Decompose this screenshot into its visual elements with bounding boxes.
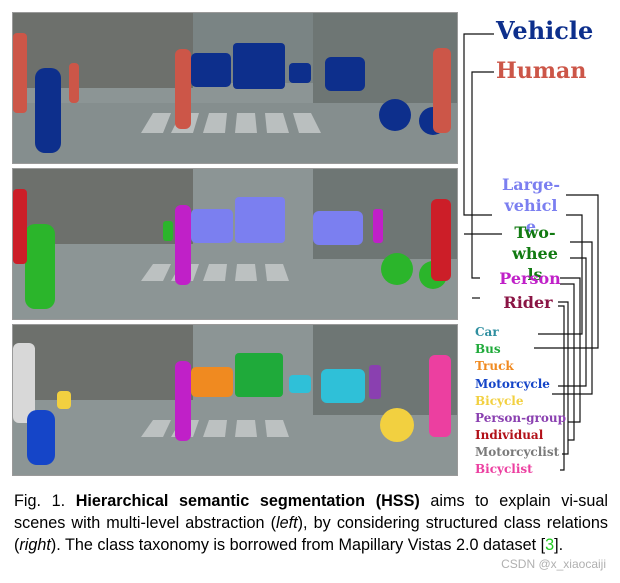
human-mask bbox=[13, 33, 451, 133]
taxonomy-car: Car bbox=[475, 325, 499, 339]
taxonomy-bicyclist: Bicyclist bbox=[475, 462, 533, 476]
caption-text-3: ). The class taxonomy is borrowed from M… bbox=[50, 536, 546, 554]
street-scene-level-1 bbox=[13, 13, 457, 163]
taxonomy-two-wheels: Two-wheels bbox=[500, 222, 570, 285]
taxonomy-human: Human bbox=[496, 58, 587, 84]
taxonomy-individual: Individual bbox=[475, 428, 544, 442]
class-taxonomy-tree: Vehicle Human Large-vehicle Two-wheels P… bbox=[462, 0, 618, 478]
large-vehicle-mask bbox=[191, 197, 363, 245]
car-mask-2 bbox=[321, 369, 365, 403]
caption-left: left bbox=[275, 514, 298, 532]
taxonomy-rider: Rider bbox=[503, 293, 553, 312]
taxonomy-connector-lines bbox=[463, 33, 599, 471]
taxonomy-motorcycle: Motorcycle bbox=[475, 377, 550, 391]
person-mask bbox=[175, 205, 383, 285]
caption-right: right bbox=[19, 536, 51, 554]
segmentation-panel-2 bbox=[12, 168, 458, 320]
taxonomy-person-group: Person-group bbox=[475, 411, 566, 425]
motorcycle-mask bbox=[27, 410, 55, 465]
taxonomy-bicycle: Bicycle bbox=[475, 394, 524, 408]
vehicle-mask bbox=[35, 43, 447, 153]
taxonomy-motorcyclist: Motorcyclist bbox=[475, 445, 560, 459]
taxonomy-truck: Truck bbox=[475, 359, 514, 373]
two-wheels-mask bbox=[25, 221, 447, 309]
person-group-mask bbox=[369, 365, 381, 399]
bicycle-mask-right bbox=[380, 408, 414, 442]
segmentation-panel-1 bbox=[12, 12, 458, 164]
bicyclist-mask bbox=[429, 355, 451, 437]
taxonomy-vehicle: Vehicle bbox=[496, 16, 594, 45]
individual-mask bbox=[175, 361, 191, 441]
caption-text-4: ]. bbox=[554, 536, 564, 554]
caption-text-1: aims to explain vi-sual scenes with mult… bbox=[14, 492, 608, 532]
rider-mask bbox=[13, 189, 451, 281]
truck-mask bbox=[191, 367, 233, 397]
street-scene-level-3 bbox=[13, 325, 457, 475]
figure-caption: Fig. 1. Hierarchical semantic segmentati… bbox=[14, 490, 608, 556]
taxonomy-bus: Bus bbox=[475, 342, 501, 356]
taxonomy-person: Person bbox=[499, 269, 561, 288]
caption-prefix: Fig. 1. bbox=[14, 492, 66, 510]
segmentation-panel-3 bbox=[12, 324, 458, 476]
street-scene-level-2 bbox=[13, 169, 457, 319]
caption-text-2: ), by considering structured class relat… bbox=[14, 514, 608, 554]
taxonomy-two-wheels-label: Two-wheels bbox=[512, 223, 558, 284]
car-mask-1 bbox=[289, 375, 311, 393]
caption-ref-link[interactable]: 3 bbox=[545, 536, 555, 554]
watermark: CSDN @x_xiaocaiji bbox=[501, 557, 606, 571]
motorcyclist-mask bbox=[13, 343, 35, 423]
bicycle-mask-left bbox=[57, 391, 71, 409]
bus-mask bbox=[235, 353, 283, 397]
caption-bold: Hierarchical semantic segmentation (HSS) bbox=[75, 492, 420, 510]
taxonomy-large-vehicle: Large-vehicle bbox=[496, 174, 566, 237]
taxonomy-large-vehicle-label: Large-vehicle bbox=[501, 175, 561, 236]
